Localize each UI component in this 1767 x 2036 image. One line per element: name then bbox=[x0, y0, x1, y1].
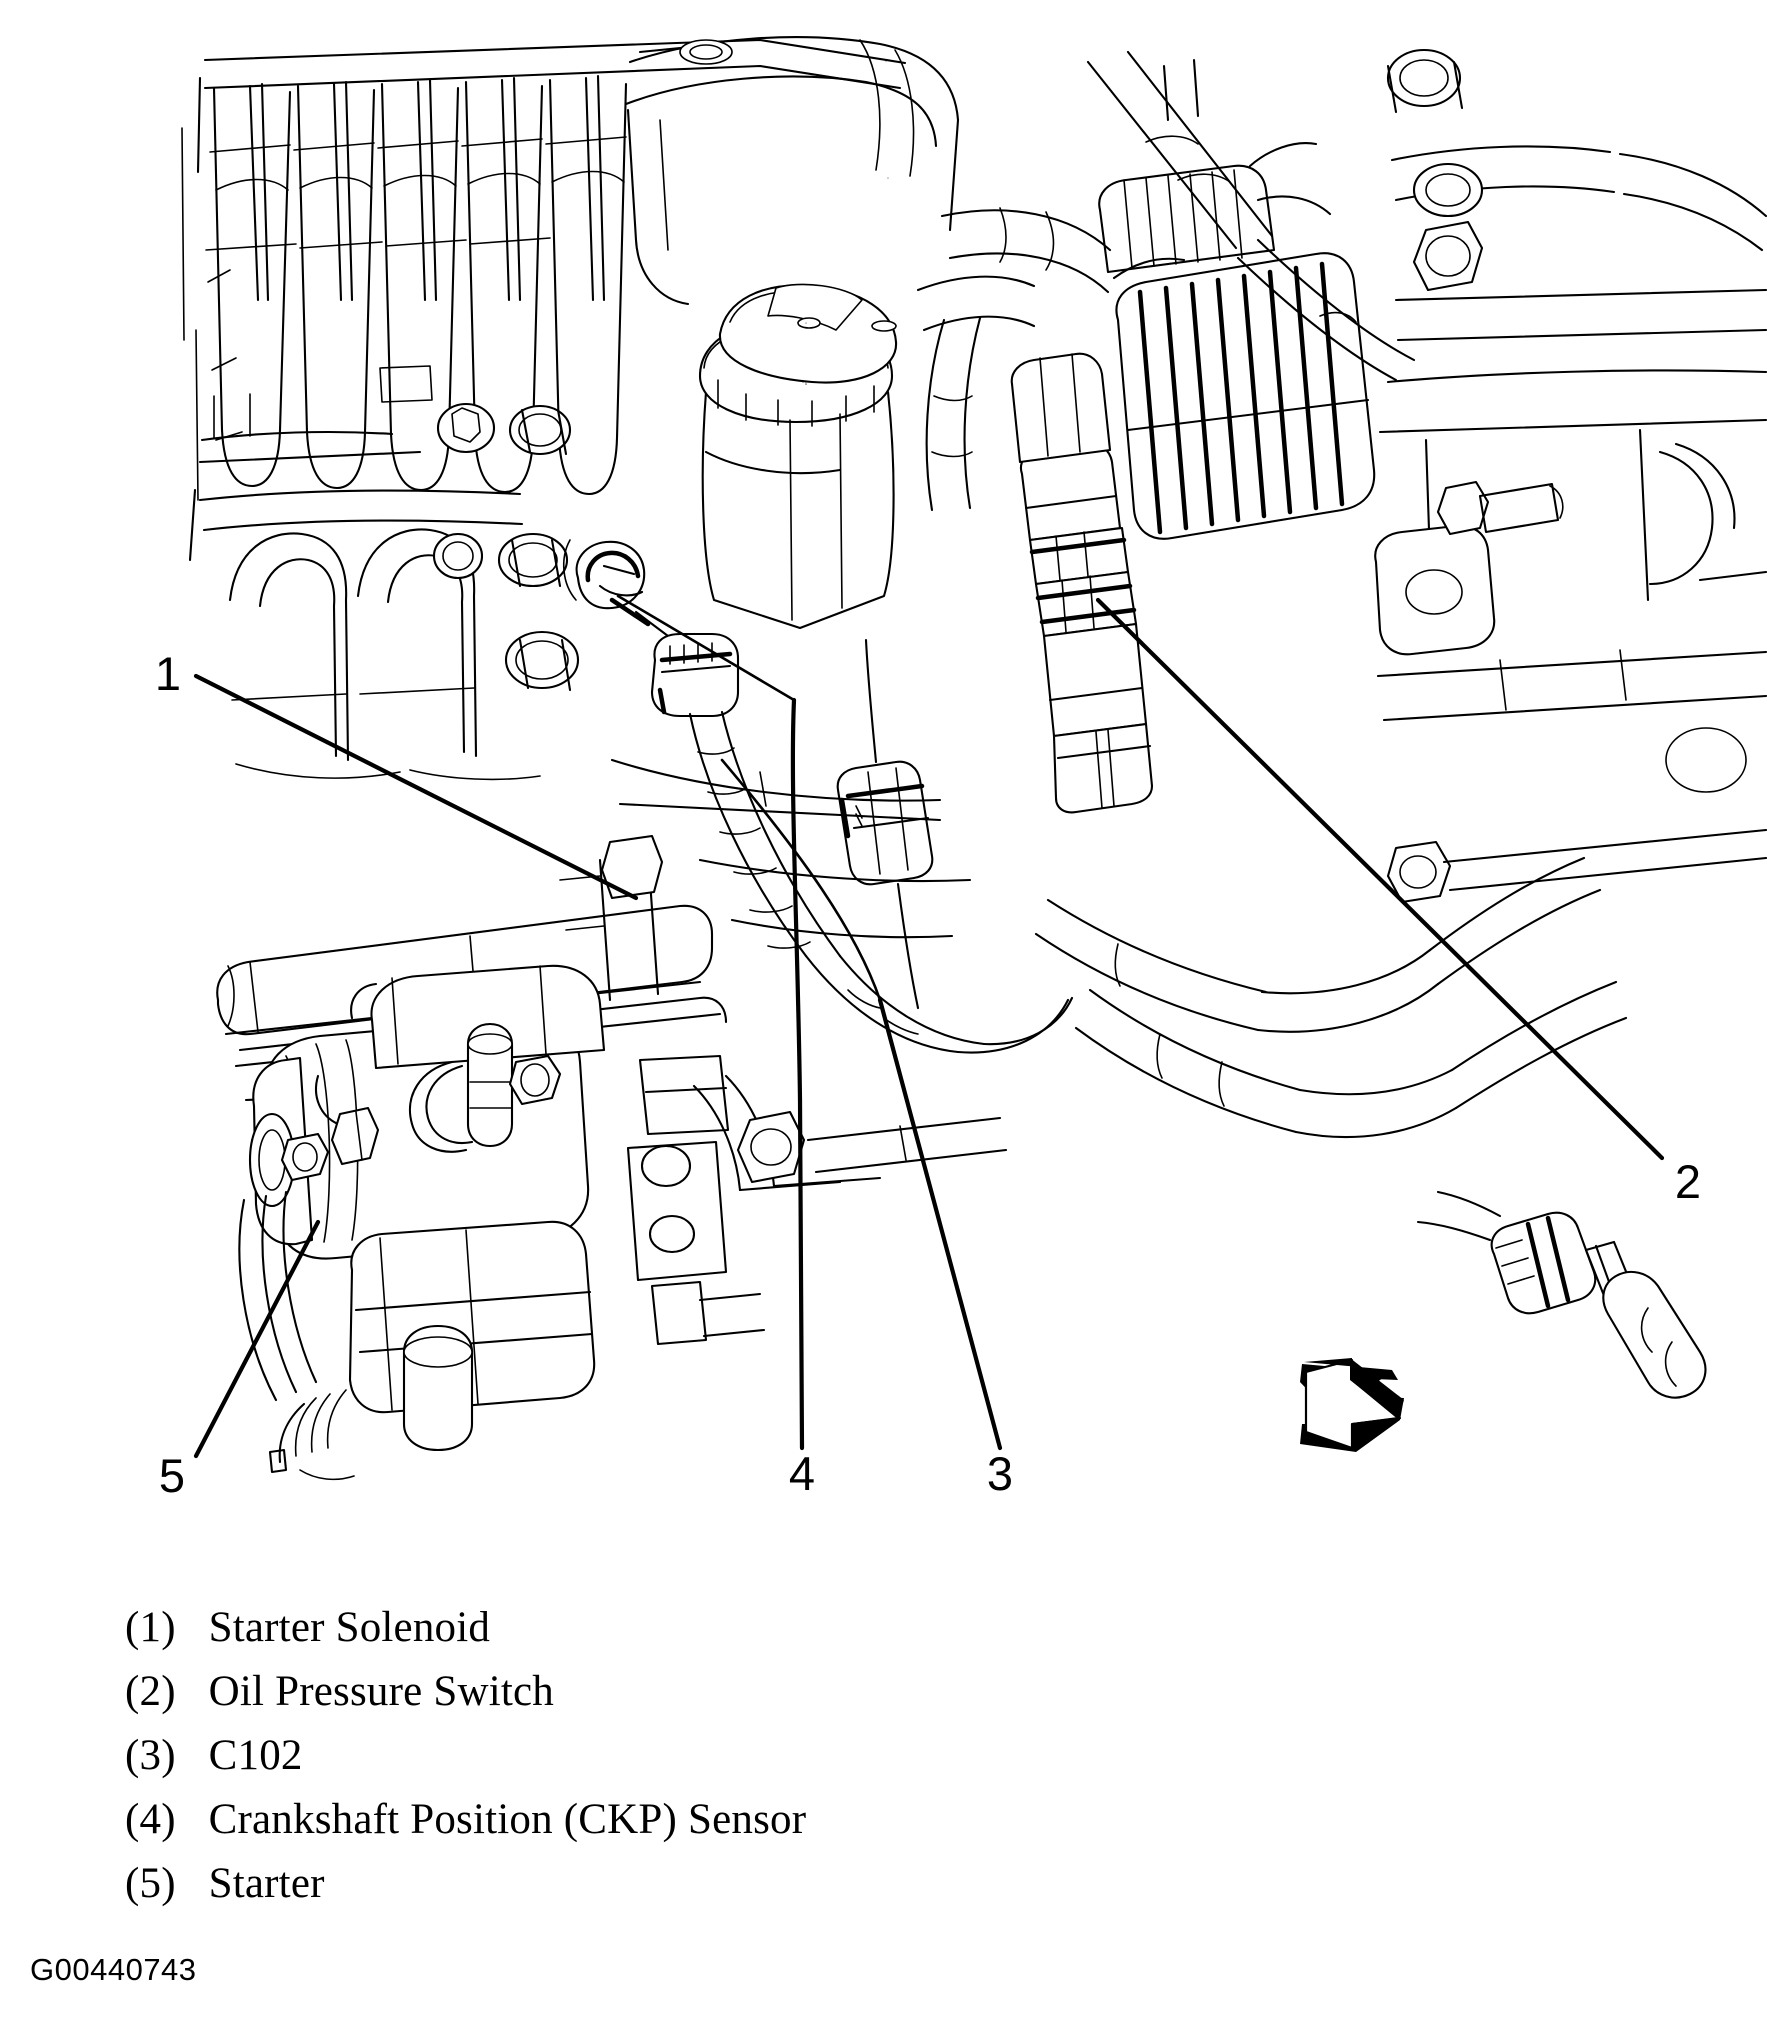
wire-harness-connector bbox=[836, 638, 934, 1010]
coolant-temp-sensor bbox=[1416, 1190, 1707, 1399]
oil-cooler-lines bbox=[916, 50, 1416, 512]
legend-number-2: (2) bbox=[125, 1668, 176, 1715]
legend-number-4: (4) bbox=[125, 1796, 176, 1843]
legend-label-5: Starter bbox=[208, 1860, 325, 1907]
callout-number-5: 5 bbox=[159, 1449, 185, 1502]
legend-number-1: (1) bbox=[125, 1604, 176, 1651]
legend-item-4: (4) Crankshaft Position (CKP) Sensor bbox=[0, 1788, 1767, 1852]
ckp-sensor bbox=[562, 539, 670, 638]
legend-number-5: (5) bbox=[125, 1860, 176, 1907]
callout-number-1: 1 bbox=[155, 647, 181, 700]
oil-filter-housing bbox=[698, 59, 898, 630]
legend-item-2: (2) Oil Pressure Switch bbox=[0, 1660, 1767, 1724]
legend-label-1: Starter Solenoid bbox=[208, 1604, 491, 1651]
callout-leader-lines bbox=[193, 594, 1665, 1459]
callout-number-4: 4 bbox=[789, 1447, 815, 1500]
intake-manifold-runners bbox=[181, 38, 907, 501]
engine-block-right bbox=[1162, 48, 1767, 904]
oil-pressure-switch bbox=[1010, 352, 1154, 814]
legend-item-5: (5) Starter bbox=[0, 1852, 1767, 1916]
engine-component-illustration: 1 2 3 4 5 bbox=[155, 36, 1767, 1502]
callout-numbers: 1 2 3 4 5 bbox=[155, 647, 1701, 1502]
legend-label-3: C102 bbox=[208, 1732, 303, 1779]
legend-item-3: (3) C102 bbox=[0, 1724, 1767, 1788]
legend-item-1: (1) Starter Solenoid bbox=[0, 1596, 1767, 1660]
c102-connector bbox=[650, 632, 1074, 1054]
legend-label-2: Oil Pressure Switch bbox=[208, 1668, 554, 1715]
cylinder-head-cover bbox=[188, 365, 580, 781]
block-detail-center bbox=[559, 758, 1008, 1346]
direction-arrow-icon bbox=[1300, 1358, 1404, 1452]
starter-assembly bbox=[238, 964, 606, 1481]
legend-number-3: (3) bbox=[125, 1732, 176, 1779]
legend-label-4: Crankshaft Position (CKP) Sensor bbox=[208, 1796, 807, 1843]
intake-plenum bbox=[624, 36, 960, 306]
callout-number-3: 3 bbox=[987, 1447, 1013, 1500]
lower-hose-bundle bbox=[1034, 856, 1628, 1139]
callout-number-2: 2 bbox=[1675, 1155, 1701, 1208]
oil-cooler bbox=[1098, 142, 1376, 540]
starter-wiring bbox=[315, 982, 380, 1166]
component-legend: (1) Starter Solenoid (2) Oil Pressure Sw… bbox=[0, 1596, 1767, 1916]
figure-id-label: G00440743 bbox=[30, 1952, 197, 1987]
